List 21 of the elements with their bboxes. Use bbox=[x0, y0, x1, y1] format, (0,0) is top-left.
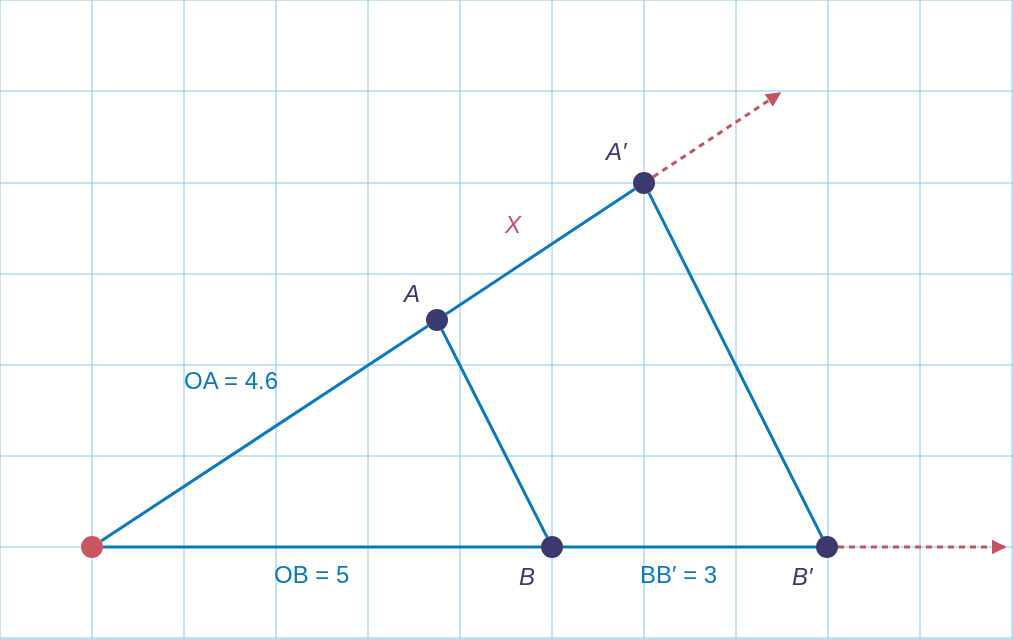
edge-label: OA = 4.6 bbox=[184, 367, 279, 395]
edge-label: OB = 5 bbox=[274, 561, 350, 589]
line-segment bbox=[647, 192, 824, 538]
arrow bbox=[838, 539, 1007, 555]
origin-point bbox=[81, 536, 103, 558]
arrow bbox=[652, 91, 782, 179]
line-segment bbox=[103, 545, 541, 549]
point-label: A′ bbox=[606, 138, 627, 166]
point bbox=[426, 309, 448, 331]
line-segment bbox=[563, 545, 816, 549]
point-label: B′ bbox=[792, 563, 813, 591]
point bbox=[541, 536, 563, 558]
point-label: B bbox=[519, 563, 535, 591]
point bbox=[816, 536, 838, 558]
line-segment bbox=[445, 187, 636, 316]
line-segment bbox=[440, 329, 549, 538]
edge-label: X bbox=[505, 211, 521, 239]
point-label: A bbox=[404, 280, 420, 308]
line-segment bbox=[100, 324, 429, 543]
edge-label: BB′ = 3 bbox=[640, 561, 718, 589]
point bbox=[633, 172, 655, 194]
